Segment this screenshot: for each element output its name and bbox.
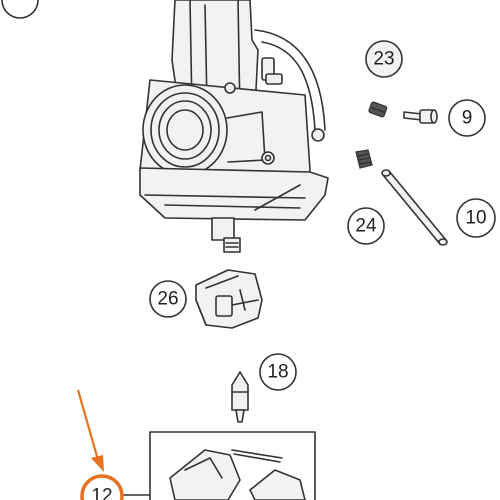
- part-18-valve: [231, 371, 249, 423]
- highlight-arrow: [76, 389, 104, 472]
- part-24-screw: [355, 149, 373, 169]
- part-26-bracket: [195, 269, 263, 329]
- callout-label: 26: [157, 289, 178, 310]
- callout-23: 23: [365, 40, 403, 78]
- carburetor-body: [139, 0, 329, 253]
- callout-label: 24: [355, 216, 377, 237]
- part-10-rod: [381, 169, 448, 246]
- part-23-screw: [368, 101, 388, 118]
- callout-24: 24: [347, 207, 385, 245]
- callout-label: 18: [267, 362, 288, 383]
- callout-18: 18: [259, 353, 297, 391]
- callout-label: 12: [91, 486, 112, 500]
- callout-26: 26: [149, 280, 187, 318]
- callout-partial-top: [1, 0, 39, 19]
- callout-label: 23: [373, 49, 394, 70]
- callout-label: 9: [462, 108, 473, 129]
- part-12-float-box: [149, 431, 316, 500]
- callout-label: 10: [465, 208, 486, 229]
- part-9-screw: [403, 109, 438, 124]
- callout-10: 10: [456, 198, 496, 238]
- callout-12: 12: [80, 474, 124, 500]
- callout-9: 9: [448, 99, 486, 137]
